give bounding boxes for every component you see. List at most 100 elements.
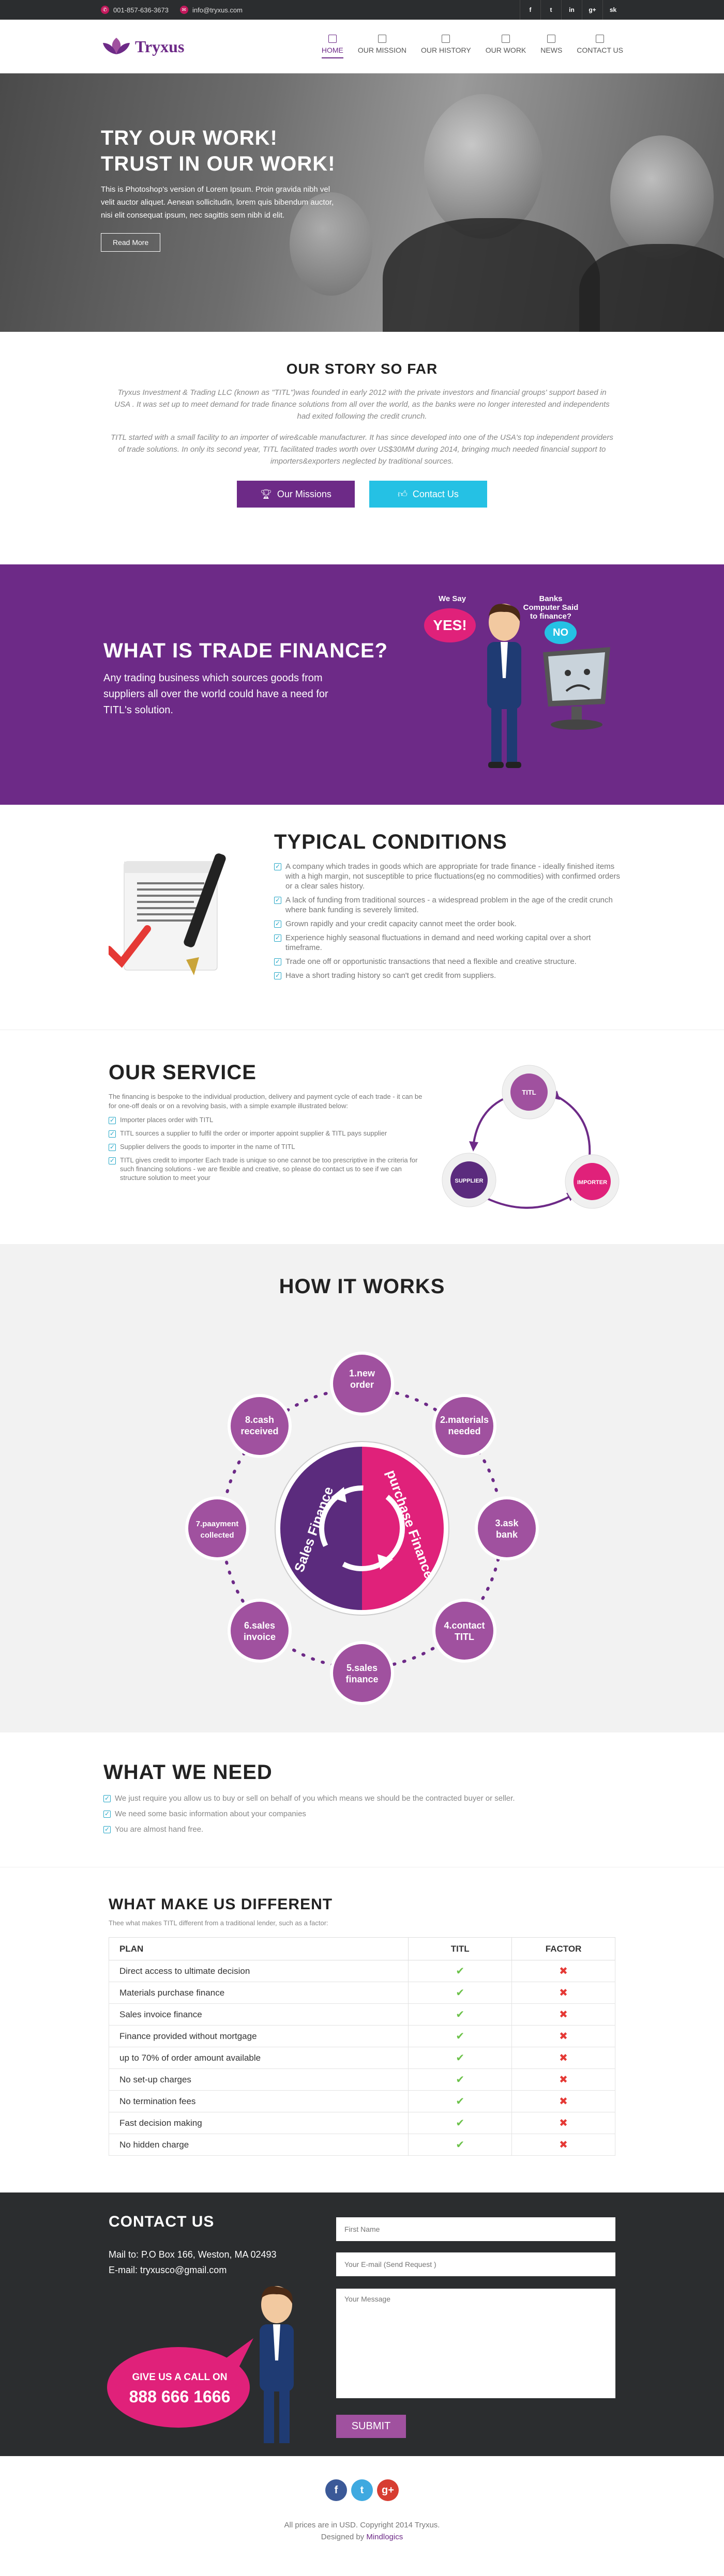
copyright-text: All prices are in USD. Copyright 2014 Tr… [284,2521,440,2529]
check-icon: ✔ [408,2134,512,2156]
table-row: Sales invoice finance✔✖ [108,2003,615,2026]
nav-contact-us[interactable]: CONTACT US [577,35,623,58]
checkbox-icon: ✓ [274,972,281,979]
history-icon [442,35,450,43]
table-row: Finance provided without mortgage✔✖ [108,2025,615,2047]
what-we-need-section: WHAT WE NEED ✓We just require you allow … [0,1732,724,1867]
nav-our-history[interactable]: OUR HISTORY [421,35,471,58]
list-item: ✓Supplier delivers the goods to importer… [109,1143,295,1151]
nav-home[interactable]: HOME [321,35,343,58]
diff-title: WHAT MAKE US DIFFERENT [109,1896,333,1913]
email-contact[interactable]: ✉ info@tryxus.com [179,6,243,14]
checkbox-icon: ✓ [109,1157,116,1164]
nav-news[interactable]: NEWS [540,35,562,58]
lotus-logo-icon [103,38,130,54]
list-item: ✓You are almost hand free. [103,1825,204,1834]
sad-computer-illustration [543,647,610,730]
service-cycle-diagram: TITL SUPPLIER IMPORTER [442,1065,620,1209]
need-title: WHAT WE NEED [103,1761,273,1784]
google-plus-icon[interactable]: g+ [582,0,602,20]
news-icon [547,35,556,43]
facebook-icon[interactable]: f [520,0,540,20]
nav-label: CONTACT US [577,46,623,54]
submit-button[interactable]: SUBMIT [336,2415,406,2438]
footer-social-links: f t g+ [0,2456,724,2501]
phone-number: 001-857-636-3673 [113,6,169,14]
phone-icon [596,35,605,43]
logo[interactable]: Tryxus [101,34,184,59]
list-item: ✓Grown rapidly and your credit capacity … [274,919,517,928]
checkbox-icon: ✓ [274,958,281,965]
column-header: PLAN [108,1937,409,1960]
check-icon: ✔ [408,2112,512,2134]
read-more-button[interactable]: Read More [101,233,161,252]
how-title: HOW IT WORKS [279,1275,445,1298]
diff-subtitle: Thee what makes TITL different from a tr… [109,1919,328,1927]
checkbox-icon: ✓ [274,863,281,870]
list-item: ✓A lack of funding from traditional sour… [274,896,613,914]
skype-icon[interactable]: sk [602,0,623,20]
google-plus-icon[interactable]: g+ [377,2479,399,2501]
designer-link[interactable]: Mindlogics [366,2533,403,2541]
first-name-input[interactable] [336,2217,615,2241]
table-row: Direct access to ultimate decision✔✖ [108,1960,615,1982]
cross-icon: ✖ [511,2112,615,2134]
check-icon: ✔ [408,2068,512,2091]
email-input[interactable] [336,2252,615,2276]
hero-photo-person [290,192,372,296]
cross-icon: ✖ [511,2025,615,2047]
yes-bubble: YES! [424,608,476,642]
message-textarea[interactable] [336,2289,615,2398]
contact-us-button[interactable]: 👍︎Contact Us [369,481,487,508]
call-us-bubble [107,2338,253,2428]
we-say-label: We Say [439,594,466,603]
checkbox-icon: ✓ [109,1130,116,1138]
check-icon: ✔ [408,2003,512,2026]
nav-label: OUR MISSION [357,46,406,54]
service-intro: The financing is bespoke to the individu… [109,1093,423,1110]
check-icon: ✔ [408,1960,512,1982]
how-it-works-section: HOW IT WORKS Sales Finance purchase Fina… [0,1244,724,1732]
checkbox-icon: ✓ [274,934,281,942]
list-item: ✓Experience highly seasonal fluctuations… [274,933,591,952]
node-titl: TITL [522,1088,536,1096]
checkbox-icon: ✓ [103,1826,111,1833]
header: Tryxus HOME OUR MISSION OUR HISTORY OUR … [0,20,724,73]
mail-address: Mail to: P.O Box 166, Weston, MA 02493 [109,2249,277,2260]
list-item: ✓Importer places order with TITL [109,1116,214,1124]
contact-details: Mail to: P.O Box 166, Weston, MA 02493 E… [109,2247,277,2278]
trade-finance-section: WHAT IS TRADE FINANCE? Any trading busin… [0,564,724,805]
hero-description: This is Photoshop's version of Lorem Ips… [101,185,334,220]
nav-our-work[interactable]: OUR WORK [486,35,526,58]
node-supplier: SUPPLIER [455,1178,483,1184]
table-row: No hidden charge✔✖ [108,2134,615,2156]
contact-title: CONTACT US [109,2213,215,2230]
nav-label: NEWS [540,46,563,54]
linkedin-icon[interactable]: in [561,0,582,20]
cross-icon: ✖ [511,1982,615,2004]
nav-our-mission[interactable]: OUR MISSION [358,35,406,58]
top-social-links: f t in g+ sk [520,0,623,20]
our-missions-button[interactable]: 🏆︎Our Missions [237,481,355,508]
facebook-icon[interactable]: f [325,2479,347,2501]
contact-email: E-mail: tryxusco@gmail.com [109,2265,227,2275]
conditions-list: ✓A company which trades in goods which a… [274,862,626,985]
twitter-icon[interactable]: t [540,0,561,20]
story-paragraph: Tryxus Investment & Trading LLC (known a… [114,388,610,421]
twitter-icon[interactable]: t [351,2479,373,2501]
email-address: info@tryxus.com [192,6,243,14]
banks-computer-label: Banks Computer Said to finance? [523,594,579,621]
comparison-table: PLAN TITL FACTOR Direct access to ultima… [108,1937,615,2156]
trade-description: Any trading business which sources goods… [103,672,328,716]
phone-contact[interactable]: ✆ 001-857-636-3673 [101,6,169,14]
checkbox-icon: ✓ [109,1143,116,1151]
top-bar: ✆ 001-857-636-3673 ✉ info@tryxus.com f t… [0,0,724,20]
table-row: No set-up charges✔✖ [108,2068,615,2091]
